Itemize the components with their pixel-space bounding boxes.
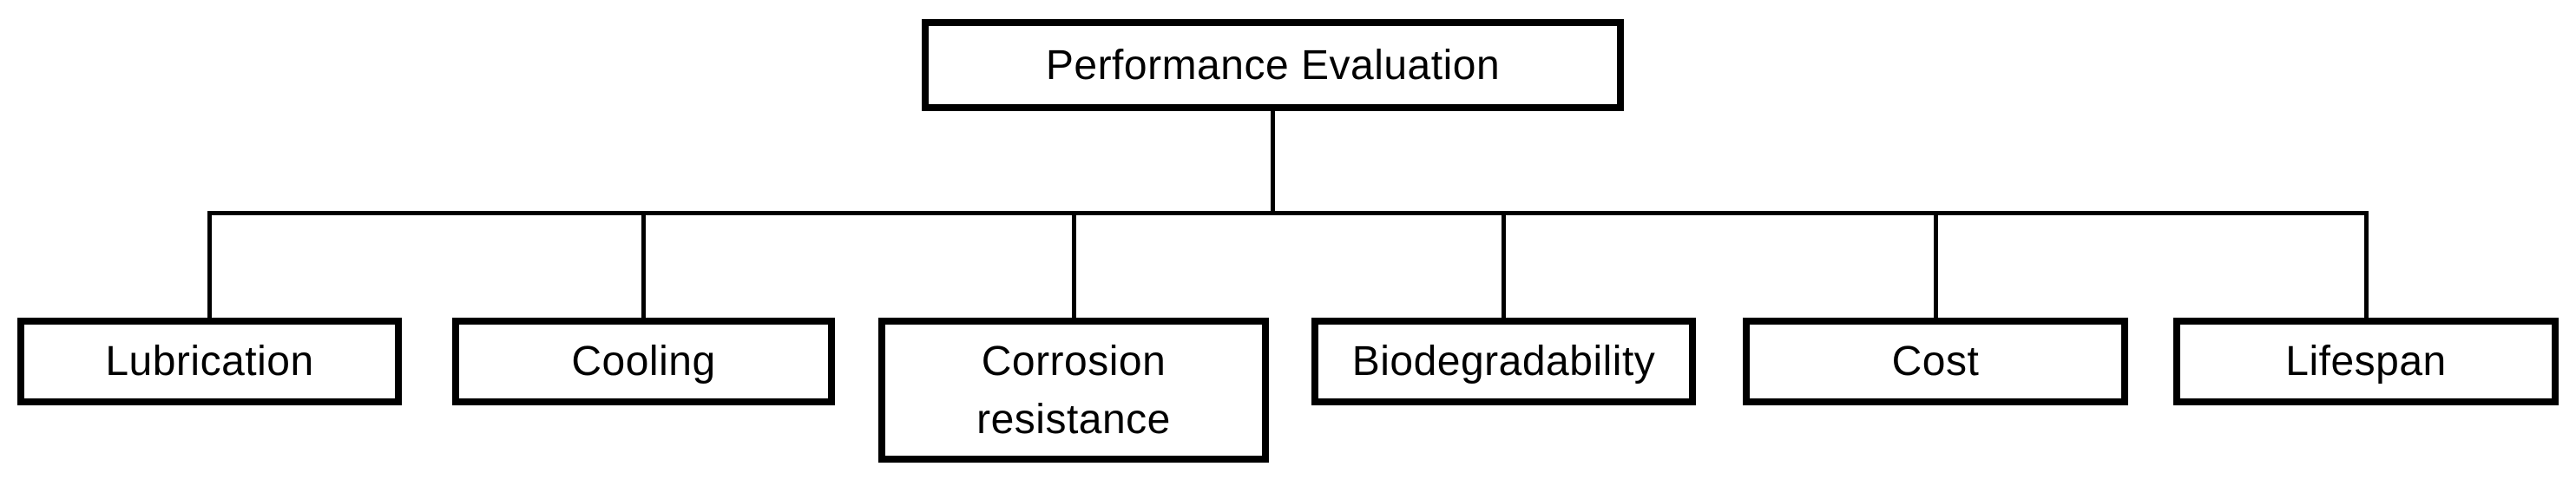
node-performance-evaluation-label: Performance Evaluation [1045, 42, 1501, 89]
node-lifespan-label: Lifespan [2285, 339, 2447, 385]
node-cost-label: Cost [1891, 339, 1980, 385]
node-performance-evaluation: Performance Evaluation [922, 19, 1624, 111]
connector-stub-cooling [641, 211, 646, 321]
node-biodegradability: Biodegradability [1311, 318, 1696, 405]
connector-stub-lifespan [2364, 211, 2369, 321]
connector-stub-biodegradability [1502, 211, 1506, 321]
connector-stub-corrosion-resistance [1072, 211, 1076, 321]
connector-bus [207, 211, 2368, 215]
node-corrosion-resistance-label: Corrosion resistance [976, 338, 1171, 443]
node-cooling-label: Cooling [571, 339, 716, 385]
node-lubrication: Lubrication [17, 318, 402, 405]
node-cooling: Cooling [452, 318, 835, 405]
node-cost: Cost [1743, 318, 2128, 405]
node-biodegradability-label: Biodegradability [1351, 339, 1656, 385]
connector-stub-lubrication [207, 211, 212, 321]
connector-trunk [1271, 109, 1275, 214]
node-corrosion-resistance: Corrosion resistance [878, 318, 1269, 463]
node-lifespan: Lifespan [2173, 318, 2559, 405]
connector-stub-cost [1934, 211, 1938, 321]
node-lubrication-label: Lubrication [105, 339, 314, 385]
